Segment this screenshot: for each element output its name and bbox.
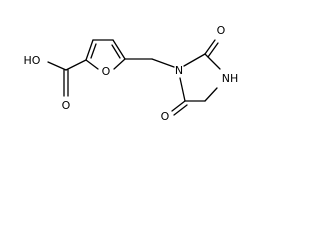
- bond-c5-n1: [179, 77, 186, 102]
- bond-furan-c2-c3-inner: [90, 43, 97, 59]
- bond-c2-carboxyl-c: [65, 59, 87, 71]
- structure-canvas: HO O O N O NH O: [24, 24, 239, 123]
- bond-c2-o-a: [204, 39, 216, 55]
- bond-n1-c2: [183, 53, 206, 67]
- bond-furan-c5-o: [113, 58, 126, 70]
- bond-ch2-n: [151, 58, 175, 68]
- bond-c5-o-b: [173, 104, 188, 116]
- bond-n3-c4: [204, 87, 218, 102]
- bond-furan-c4-c5-outer: [112, 39, 126, 60]
- atom-label-nh: NH: [222, 72, 239, 85]
- atom-label-bottom-carbonyl-oxygen: O: [161, 110, 170, 123]
- molecule-structure: HO O O N O NH O: [24, 24, 239, 123]
- atom-label-furan-oxygen: O: [102, 65, 111, 78]
- atom-label-ring-nitrogen: N: [175, 64, 183, 77]
- bond-carboxyl-c-oh: [47, 61, 67, 71]
- atom-label-top-carbonyl-oxygen: O: [217, 24, 226, 37]
- bond-c2-o-b: [207, 42, 219, 58]
- bond-c5-o-a: [171, 100, 186, 112]
- bond-furan-c4-c5-inner: [111, 44, 121, 59]
- bond-c2-n3: [204, 53, 221, 70]
- atom-label-hydroxyl: HO: [24, 54, 41, 67]
- atom-label-acid-carbonyl-oxygen: O: [62, 99, 71, 112]
- bond-furan-o-c2: [85, 59, 99, 70]
- bond-furan-c2-c3-outer: [85, 39, 94, 61]
